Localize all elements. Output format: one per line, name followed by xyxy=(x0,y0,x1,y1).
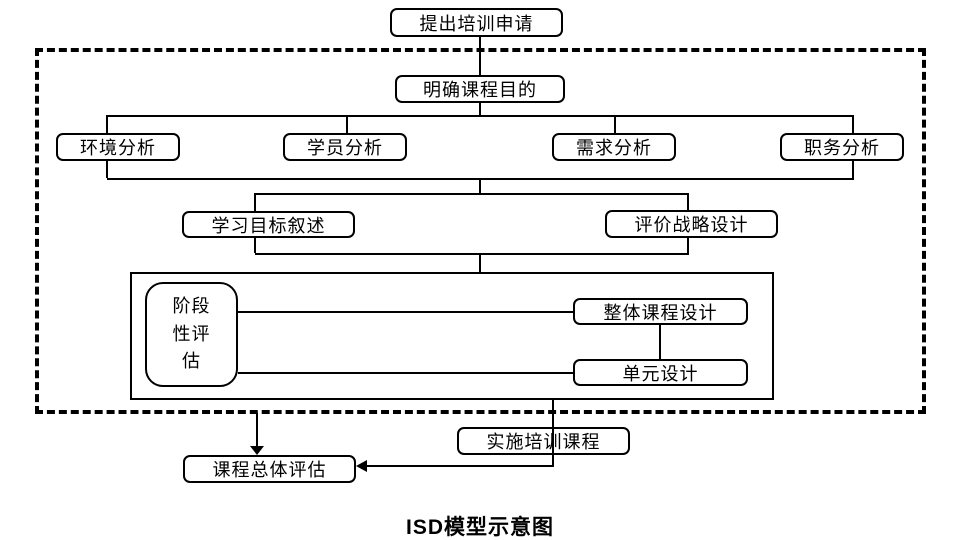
connector-phase-to-overall xyxy=(238,311,573,313)
node-student-analysis: 学员分析 xyxy=(283,133,407,161)
connector-objectives-bus4 xyxy=(254,238,256,253)
connector-bus1-environment xyxy=(106,115,108,133)
arrowhead-left-icon xyxy=(356,460,367,472)
node-learning-objectives: 学习目标叙述 xyxy=(182,211,355,238)
connector-request-to-purpose xyxy=(479,37,481,75)
connector-bus2-to-bus3 xyxy=(479,178,481,193)
course-design-container xyxy=(130,272,774,400)
node-overall-evaluation: 课程总体评估 xyxy=(183,455,356,483)
connector-environment-bus2 xyxy=(106,161,108,178)
connector-implement-to-final-eval xyxy=(365,465,554,467)
node-evaluation-strategy: 评价战略设计 xyxy=(605,210,778,238)
node-phase-evaluation: 阶段性评估 xyxy=(145,282,238,387)
connector-bus4-to-container xyxy=(479,253,481,272)
connector-bus1-needs xyxy=(614,115,616,133)
connector-overall-to-unit xyxy=(659,325,661,359)
connector-phase-to-unit xyxy=(238,372,573,374)
connector-bus1 xyxy=(107,115,854,117)
node-submit-request: 提出培训申请 xyxy=(390,8,563,37)
node-overall-course-design: 整体课程设计 xyxy=(573,298,748,325)
node-unit-design: 单元设计 xyxy=(573,359,748,386)
node-job-analysis: 职务分析 xyxy=(780,133,904,161)
connector-boundary-to-final-eval xyxy=(256,413,258,448)
connector-bus1-job xyxy=(852,115,854,133)
node-needs-analysis: 需求分析 xyxy=(552,133,676,161)
node-environment-analysis: 环境分析 xyxy=(56,133,180,161)
connector-bus3-objectives xyxy=(254,193,256,211)
connector-container-to-implement xyxy=(552,400,554,466)
connector-bus3-eval-strategy xyxy=(687,193,689,210)
arrowhead-down-icon xyxy=(250,446,264,455)
connector-bus1-student xyxy=(346,115,348,133)
connector-job-bus2 xyxy=(852,161,854,178)
node-implement-training: 实施培训课程 xyxy=(457,427,630,455)
connector-bus3 xyxy=(255,193,689,195)
connector-eval-strategy-bus4 xyxy=(687,238,689,253)
node-course-purpose: 明确课程目的 xyxy=(395,75,565,103)
connector-purpose-to-bus1 xyxy=(479,103,481,115)
diagram-title: ISD模型示意图 xyxy=(405,516,554,539)
connector-bus4 xyxy=(255,253,689,255)
